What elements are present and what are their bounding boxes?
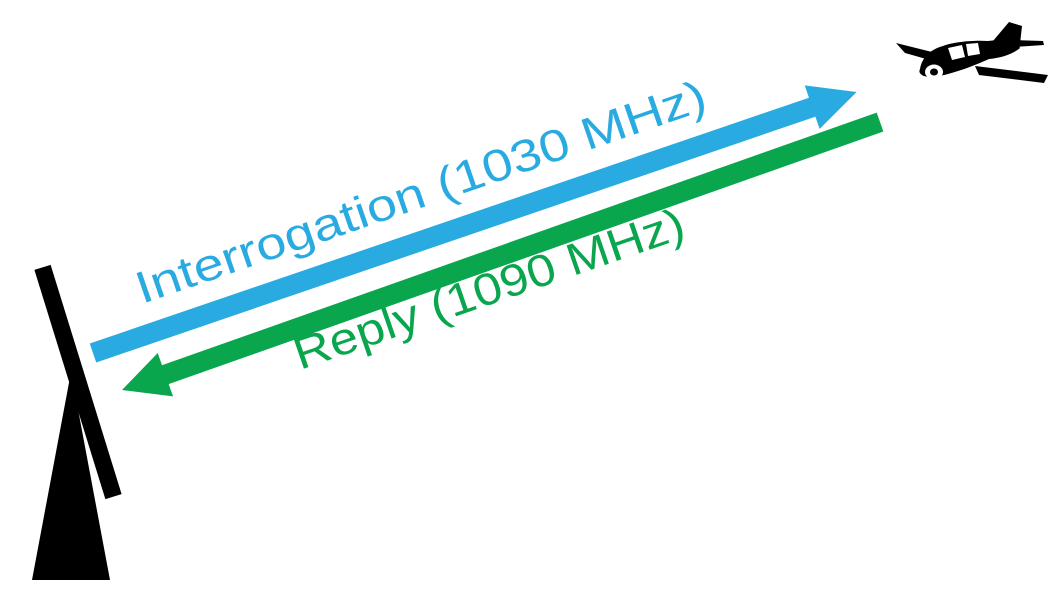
reply-arrow [122, 112, 884, 397]
reply-arrow-shaft [160, 112, 884, 385]
interrogation-arrow [89, 85, 857, 363]
aircraft-window-front [948, 45, 965, 60]
aircraft-tailplane [1013, 40, 1044, 47]
antenna-tower [32, 372, 110, 580]
aircraft-icon [896, 22, 1048, 83]
aircraft-window-rear [966, 43, 980, 56]
reply-arrowhead-icon [122, 352, 174, 397]
aircraft-near-wing [975, 66, 1048, 83]
interrogation-arrowhead-icon [804, 85, 857, 129]
aircraft-silhouette [896, 22, 1048, 83]
radar-antenna-icon [32, 264, 122, 580]
aircraft-fuselage [919, 38, 1020, 77]
aircraft-spinner-hub [930, 68, 938, 76]
interrogation-arrow-shaft [89, 96, 820, 363]
antenna-panel [34, 264, 122, 500]
